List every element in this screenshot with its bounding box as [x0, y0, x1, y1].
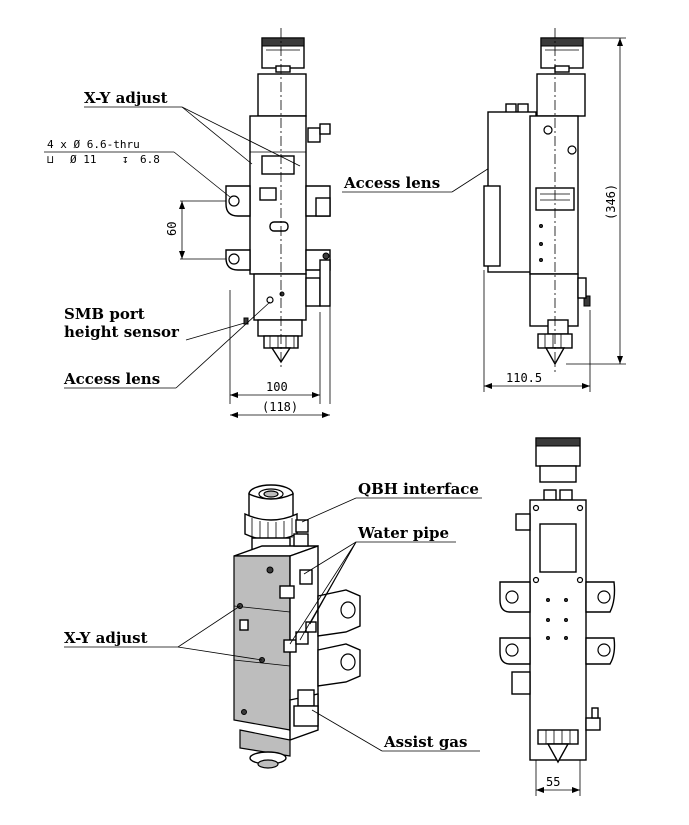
iso-flange-lower — [317, 643, 361, 687]
dim-hole-spacing: 60 — [165, 222, 179, 236]
front-lower-housing — [253, 273, 307, 321]
label-xy-adjust-top: X-Y adjust — [84, 89, 168, 107]
front-dimensions: 60 100 (118) — [165, 200, 331, 418]
iso-front-face — [233, 555, 291, 731]
front-flange-upper-left — [225, 185, 251, 217]
dim-width-outer: (118) — [262, 400, 298, 414]
label-hole-depth: 6.8 — [140, 153, 160, 166]
isometric-view — [233, 484, 361, 769]
label-smb-port-1: SMB port — [64, 305, 145, 323]
iso-annotations: QBH interface Water pipe X-Y adjust Assi… — [64, 480, 482, 752]
side-dimensions: (346) 110.5 — [483, 37, 626, 392]
label-access-lens-top: Access lens — [343, 174, 440, 192]
back-flange-right-upper — [585, 581, 616, 613]
iso-flange-upper — [317, 589, 361, 637]
front-annotations: X-Y adjust 4 x Ø 6.6-thru ⊔ Ø 11 ↧ 6.8 A… — [44, 89, 546, 389]
back-dimensions: 55 — [535, 760, 581, 796]
front-view — [225, 28, 331, 370]
front-window — [261, 155, 295, 175]
dim-width-inner: 100 — [266, 380, 288, 394]
back-flange-left-upper — [499, 581, 531, 613]
front-mount-hole — [228, 195, 240, 207]
label-xy-adjust-bottom: X-Y adjust — [64, 629, 148, 647]
side-collar — [536, 73, 586, 117]
front-main-body — [249, 115, 307, 275]
label-hole-depth-sym: ↧ — [122, 153, 129, 166]
label-assist-gas: Assist gas — [383, 733, 467, 751]
dim-side-depth: 110.5 — [506, 371, 542, 385]
label-hole-dia: Ø 11 — [70, 153, 97, 166]
label-hole-sym: ⊔ — [47, 153, 54, 166]
back-nozzle-tip — [546, 743, 570, 764]
back-window — [539, 523, 577, 573]
label-smb-port-2: height sensor — [64, 323, 180, 341]
dim-height-total: (346) — [604, 184, 618, 220]
label-qbh-interface: QBH interface — [358, 480, 479, 498]
front-collar — [257, 73, 307, 117]
side-view — [483, 28, 591, 372]
front-label-plate — [259, 187, 277, 201]
back-view — [499, 437, 616, 764]
label-access-lens-bottom: Access lens — [63, 370, 160, 388]
label-water-pipe: Water pipe — [357, 524, 449, 542]
side-lower-housing — [529, 273, 579, 327]
label-hole-spec-1: 4 x Ø 6.6-thru — [47, 138, 140, 151]
dim-back-width: 55 — [546, 775, 560, 789]
front-slot — [269, 221, 289, 232]
